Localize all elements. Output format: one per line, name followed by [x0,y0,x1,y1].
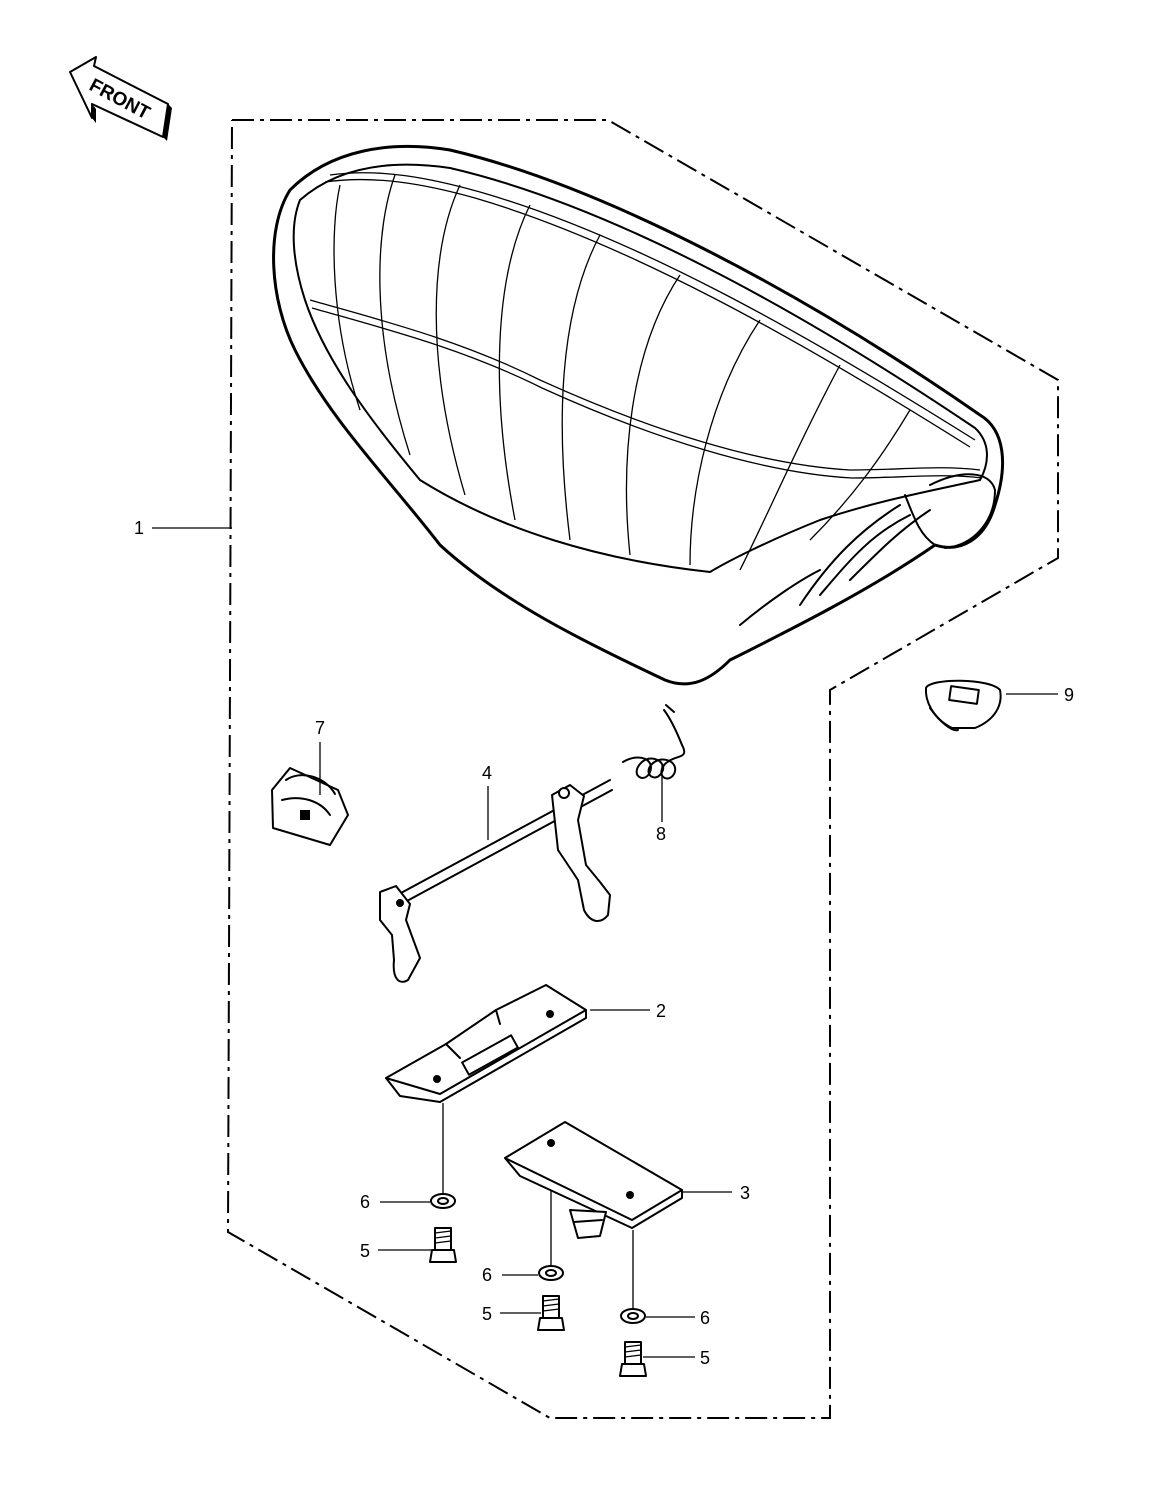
callout-labels: 1 2 3 4 5 5 5 6 6 6 7 8 9 [134,518,1074,1368]
bracket-part-2 [385,984,587,1103]
callout-5a: 5 [360,1241,370,1261]
assembly-outline [226,119,1059,1419]
front-arrow-icon: FRONT [69,56,172,141]
bracket-part-3 [504,1121,683,1239]
callout-5c: 5 [700,1348,710,1368]
bolt-part-5-a [429,1227,457,1263]
hook-part-4 [379,779,613,983]
leader-lines [152,527,1058,1358]
washer-part-6-b [538,1265,564,1281]
callout-6c: 6 [700,1308,710,1328]
callout-8: 8 [656,824,666,844]
callout-6b: 6 [482,1265,492,1285]
washer-part-6-a [430,1193,456,1209]
callout-9: 9 [1064,685,1074,705]
callout-5b: 5 [482,1304,492,1324]
damper-part-9 [924,679,1002,732]
callout-2: 2 [656,1001,666,1021]
callout-3: 3 [740,1183,750,1203]
bolt-part-5-c [619,1341,647,1377]
bolt-part-5-b [537,1295,565,1331]
callout-1: 1 [134,518,144,538]
buffer-part-7 [271,767,349,846]
spring-part-8 [622,704,686,780]
seat-drawing [272,144,1005,686]
callout-6a: 6 [360,1192,370,1212]
callout-4: 4 [482,763,492,783]
washer-part-6-c [620,1308,646,1324]
callout-7: 7 [315,718,325,738]
